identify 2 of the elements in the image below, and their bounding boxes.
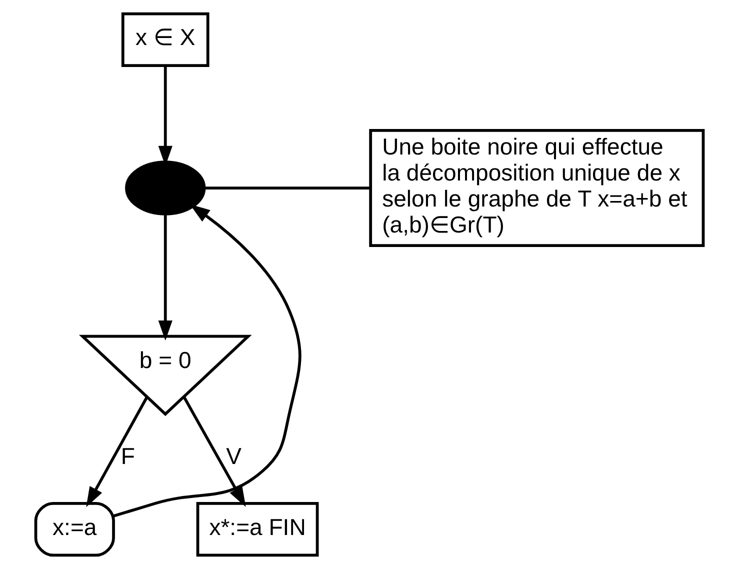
edge-label: V xyxy=(226,443,242,470)
edge-label: F xyxy=(120,443,135,470)
